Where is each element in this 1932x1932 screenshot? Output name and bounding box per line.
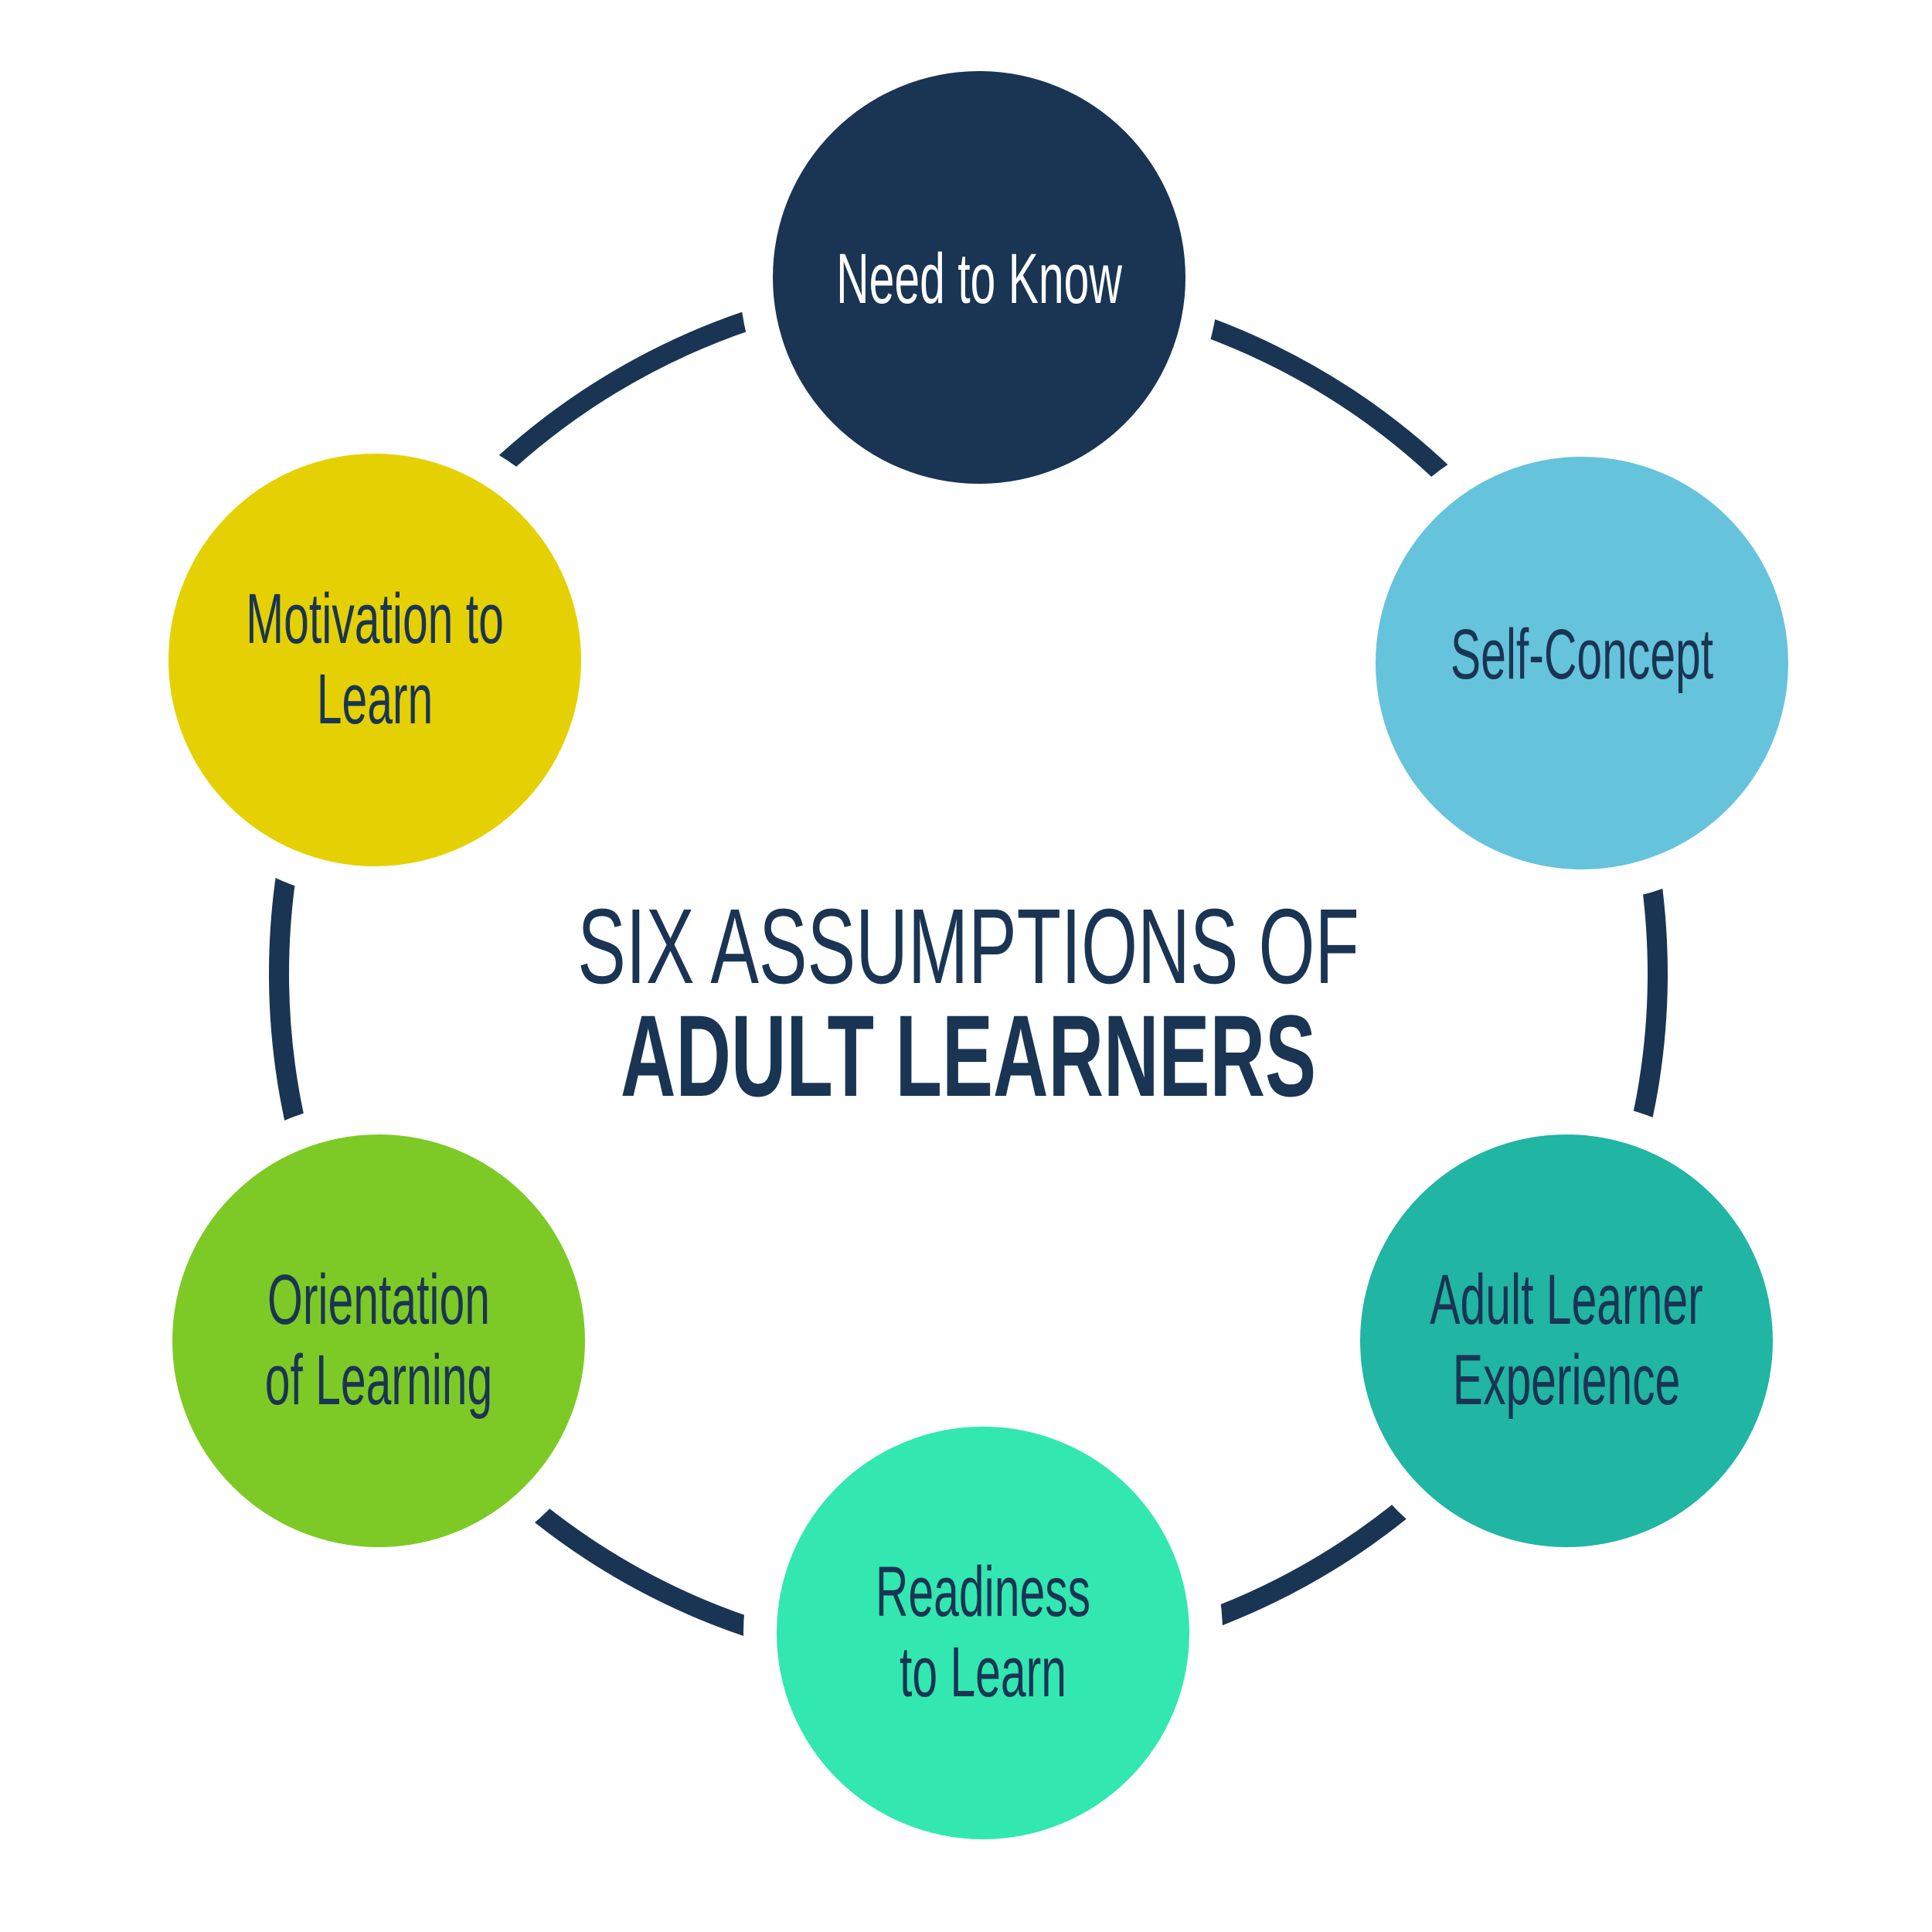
need-to-know-circle xyxy=(773,71,1185,484)
adult-learner-experience-circle xyxy=(1360,1134,1773,1547)
node-readiness-to-learn: Readiness to Learn xyxy=(777,1427,1189,1839)
diagram-title: SIX ASSUMPTIONS OF ADULT LEARNERS xyxy=(577,887,1359,1121)
orientation-of-learning-label-line1: Orientation xyxy=(267,1260,490,1339)
node-need-to-know: Need to Know xyxy=(773,71,1185,484)
node-motivation-to-learn: Motivation to Learn xyxy=(168,454,581,866)
readiness-to-learn-circle xyxy=(777,1427,1189,1839)
orientation-of-learning-label-line2: of Learning xyxy=(265,1341,493,1420)
node-orientation-of-learning: Orientation of Learning xyxy=(172,1134,585,1547)
orientation-of-learning-circle xyxy=(172,1134,585,1547)
self-concept-label: Self-Concept xyxy=(1451,615,1713,694)
readiness-to-learn-label-line1: Readiness xyxy=(876,1553,1090,1631)
title-line-1: SIX ASSUMPTIONS OF xyxy=(577,887,1359,1006)
node-self-concept: Self-Concept xyxy=(1376,457,1788,869)
node-adult-learner-experience: Adult Learner Experience xyxy=(1360,1134,1773,1547)
title-line-2: ADULT LEARNERS xyxy=(621,991,1316,1121)
need-to-know-label: Need to Know xyxy=(836,240,1122,318)
motivation-to-learn-label-line1: Motivation to xyxy=(246,580,504,658)
adult-learner-experience-label-line1: Adult Learner xyxy=(1430,1260,1702,1339)
self-concept-circle xyxy=(1376,457,1788,869)
adult-learner-experience-label-line2: Experience xyxy=(1453,1341,1681,1420)
motivation-to-learn-label-line2: Learn xyxy=(317,660,434,739)
motivation-to-learn-circle xyxy=(168,454,581,866)
readiness-to-learn-label-line2: to Learn xyxy=(900,1633,1066,1712)
